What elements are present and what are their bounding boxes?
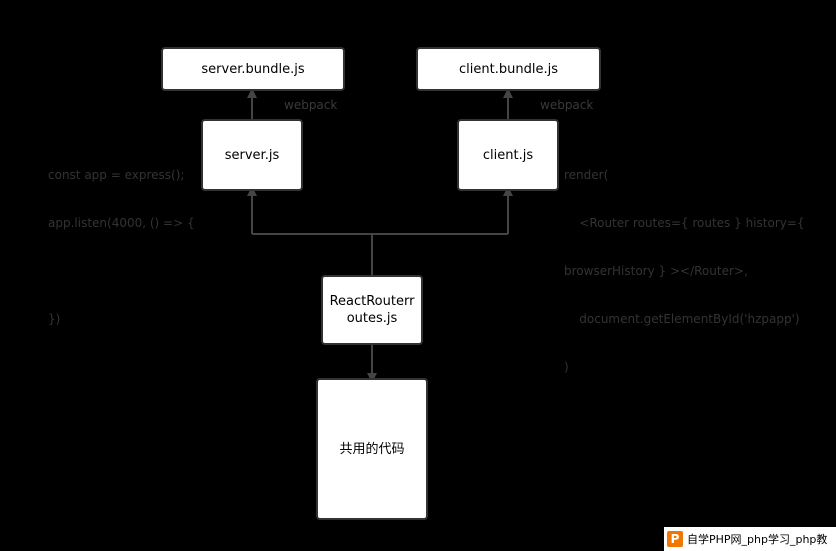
shared-code-node: 共用的代码: [316, 378, 428, 520]
routes-label-line2: outes.js: [346, 311, 398, 326]
server-code-line: }): [48, 312, 61, 326]
webpack-label-left: webpack: [284, 98, 338, 112]
server-code-line: app.listen(4000, () => {: [48, 216, 195, 230]
server-code-line: const app = express();: [48, 168, 185, 182]
client-js-label: client.js: [482, 147, 534, 163]
client-code-line: <Router routes={ routes } history={: [564, 216, 805, 230]
watermark-text: 自学PHP网_php学习_php教: [687, 533, 828, 546]
client-bundle-node: client.bundle.js: [416, 47, 601, 91]
server-code-snippet: const app = express(); app.listen(4000, …: [48, 135, 195, 343]
client-code-line: render(: [564, 168, 609, 182]
client-code-snippet: render( <Router routes={ routes } histor…: [564, 135, 805, 391]
client-js-node: client.js: [457, 119, 559, 191]
routes-node: ReactRouterr outes.js: [321, 275, 423, 345]
client-bundle-label: client.bundle.js: [459, 61, 558, 77]
server-code-line: [48, 263, 195, 279]
webpack-label-right: webpack: [540, 98, 594, 112]
shared-code-label: 共用的代码: [339, 441, 405, 457]
client-code-line: ): [564, 360, 569, 374]
watermark-logo-icon: P: [667, 531, 683, 547]
server-js-node: server.js: [201, 119, 303, 191]
site-watermark: P 自学PHP网_php学习_php教: [664, 527, 836, 551]
server-js-label: server.js: [224, 147, 280, 163]
server-bundle-label: server.bundle.js: [201, 61, 305, 77]
routes-label-line1: ReactRouterr: [329, 294, 415, 309]
server-bundle-node: server.bundle.js: [161, 47, 345, 91]
client-code-line: browserHistory } ></Router>,: [564, 264, 748, 278]
client-code-line: document.getElementById('hzpapp'): [564, 312, 800, 326]
